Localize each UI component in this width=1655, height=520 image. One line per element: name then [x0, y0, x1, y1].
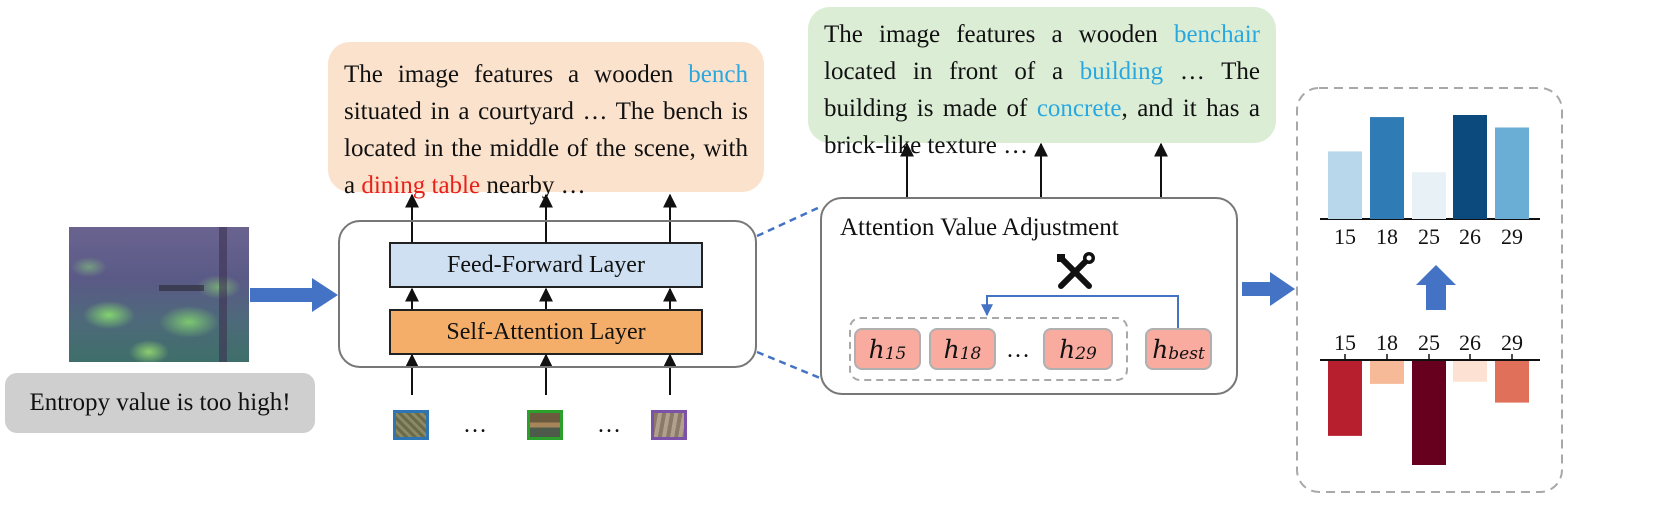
entropy-caption: Entropy value is too high!: [5, 373, 315, 433]
top-tick-29: 29: [1501, 224, 1523, 249]
top-tick-26: 26: [1459, 224, 1481, 249]
adjusted-highlight-benchair: benchair: [1173, 21, 1260, 48]
patch-thumbnail-3: [651, 410, 687, 440]
blue-arrow-right: [1242, 272, 1295, 306]
image-bench: [159, 285, 204, 291]
patch-ellipsis-1: …: [463, 412, 487, 438]
top-bar-29: [1495, 127, 1529, 219]
patch-thumbnail-2: [527, 410, 563, 440]
feed-forward-layer: Feed-Forward Layer: [389, 242, 703, 288]
adjusted-text-2: located in front of a: [824, 58, 1080, 85]
attention-adjustment-block: [820, 197, 1238, 395]
adjustment-title: Attention Value Adjustment: [840, 214, 1119, 241]
top-tick-25: 25: [1418, 224, 1440, 249]
adjusted-text-1: The image features a wooden: [824, 21, 1174, 48]
bottom-tick-18: 18: [1376, 330, 1398, 355]
baseline-highlight-bench: bench: [688, 61, 748, 88]
top-bar-25: [1412, 172, 1446, 219]
head-ellipsis: …: [1006, 337, 1030, 363]
adjusted-highlight-building: building: [1079, 58, 1164, 85]
adjusted-output-bubble: The image features a wooden benchair loc…: [808, 7, 1276, 159]
bottom-bar-15: [1328, 361, 1362, 436]
blue-arrow-left: [250, 278, 338, 312]
patch-ellipsis-2: …: [597, 412, 621, 438]
top-tick-15: 15: [1334, 224, 1356, 249]
patch-thumbnail-1: [393, 410, 429, 440]
top-tick-18: 18: [1376, 224, 1398, 249]
blue-arrow-up: [1416, 265, 1456, 310]
adjusted-highlight-concrete: concrete: [1036, 95, 1122, 122]
adjusted-text-4: , and it has a brick-like texture …: [824, 95, 1260, 159]
image-pillar: [219, 227, 227, 362]
adjusted-text-3: … The building is made of: [824, 58, 1260, 122]
bottom-bar-18: [1370, 361, 1404, 384]
bottom-tick-26: 26: [1459, 330, 1481, 355]
top-bar-15: [1328, 151, 1362, 219]
bottom-tick-25: 25: [1418, 330, 1440, 355]
transformer-block: [338, 220, 757, 368]
baseline-highlight-dining-table: dining table: [361, 172, 481, 199]
baseline-text-3: nearby …: [480, 172, 586, 199]
baseline-text-2: situated in a courtyard … The bench is l…: [344, 98, 748, 199]
top-bar-18: [1370, 117, 1404, 219]
self-attention-layer: Self-Attention Layer: [389, 309, 703, 355]
chart-panel-border: [1296, 87, 1563, 493]
wrench-screwdriver-icon: [1057, 252, 1095, 289]
bottom-bar-29: [1495, 361, 1529, 403]
bottom-bar-25: [1412, 361, 1446, 465]
baseline-output-bubble: The image features a wooden bench situat…: [328, 42, 764, 199]
baseline-text-1: The image features a wooden: [344, 61, 689, 88]
bottom-tick-15: 15: [1334, 330, 1356, 355]
bottom-tick-29: 29: [1501, 330, 1523, 355]
top-bar-26: [1453, 115, 1487, 219]
bottom-bar-26: [1453, 361, 1487, 382]
head-group-dashed-box: [849, 317, 1128, 381]
input-image-heatmap: [69, 227, 249, 362]
